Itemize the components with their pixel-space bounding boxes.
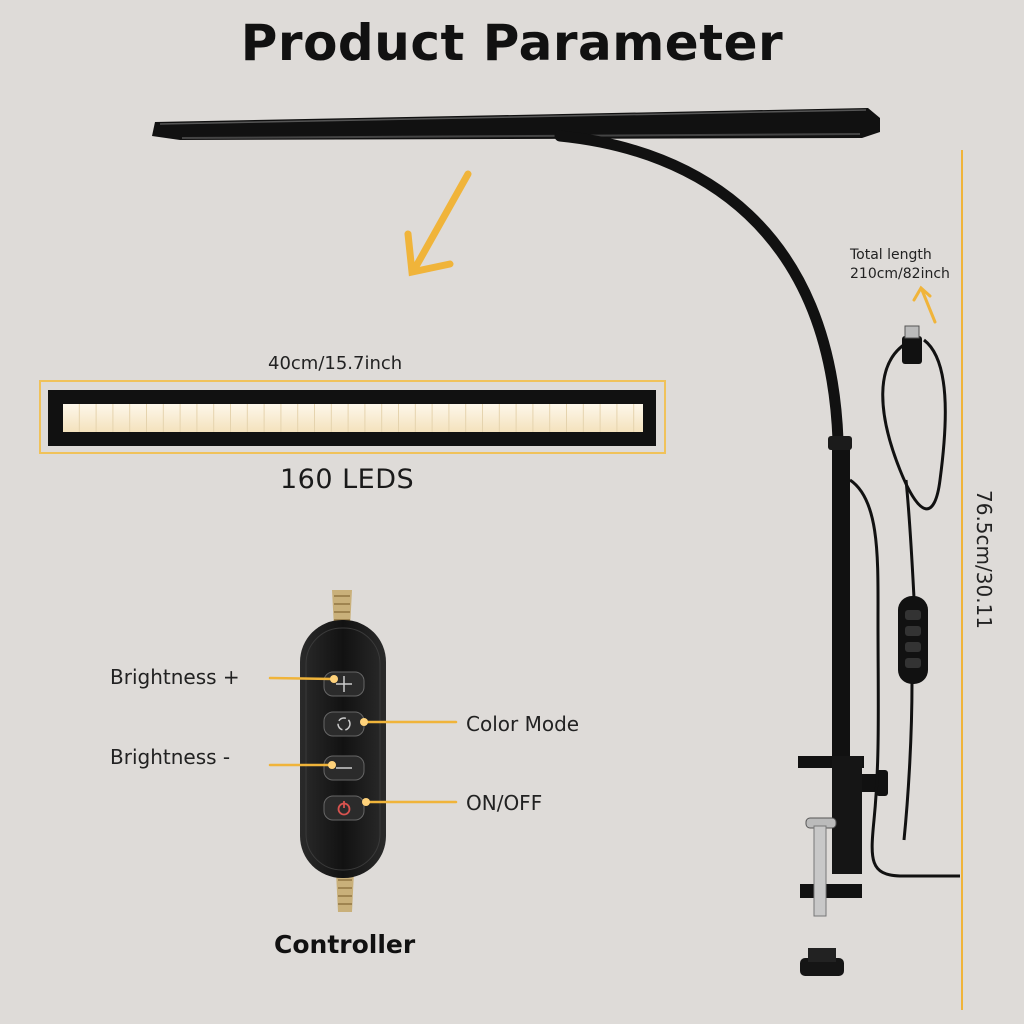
- led-bar-closeup: [39, 380, 666, 454]
- led-count-label: 160 LEDS: [280, 464, 415, 495]
- callout-lines: [268, 675, 458, 806]
- cable-length-line1: Total length: [850, 247, 932, 263]
- cable-length-label: Total length 210cm/82inch: [850, 246, 950, 284]
- led-bar-width-label: 40cm/15.7inch: [268, 353, 403, 374]
- on-off-label: ON/OFF: [466, 791, 543, 815]
- lamp-arm: [554, 130, 852, 770]
- desk-clamp: [798, 756, 888, 976]
- controller-button-plus[interactable]: [323, 671, 365, 697]
- inline-controller: [898, 596, 928, 684]
- height-label: 76.5cm/30.11: [972, 490, 996, 630]
- lamp-head: [152, 108, 880, 140]
- controller-button-color-mode[interactable]: [323, 711, 365, 737]
- controller-title: Controller: [274, 930, 416, 959]
- brightness-minus-label: Brightness -: [110, 745, 231, 769]
- page-title: Product Parameter: [240, 14, 784, 72]
- arrow-down-left-icon: [404, 170, 472, 277]
- usb-plug-icon: [902, 325, 922, 364]
- controller-button-power[interactable]: [323, 795, 365, 821]
- color-mode-label: Color Mode: [466, 712, 580, 736]
- cable-length-line2: 210cm/82inch: [850, 266, 950, 282]
- controller-device: [300, 590, 386, 912]
- power-cable: [849, 338, 960, 878]
- arrow-up-icon: [912, 285, 937, 324]
- brightness-plus-label: Brightness +: [110, 665, 240, 689]
